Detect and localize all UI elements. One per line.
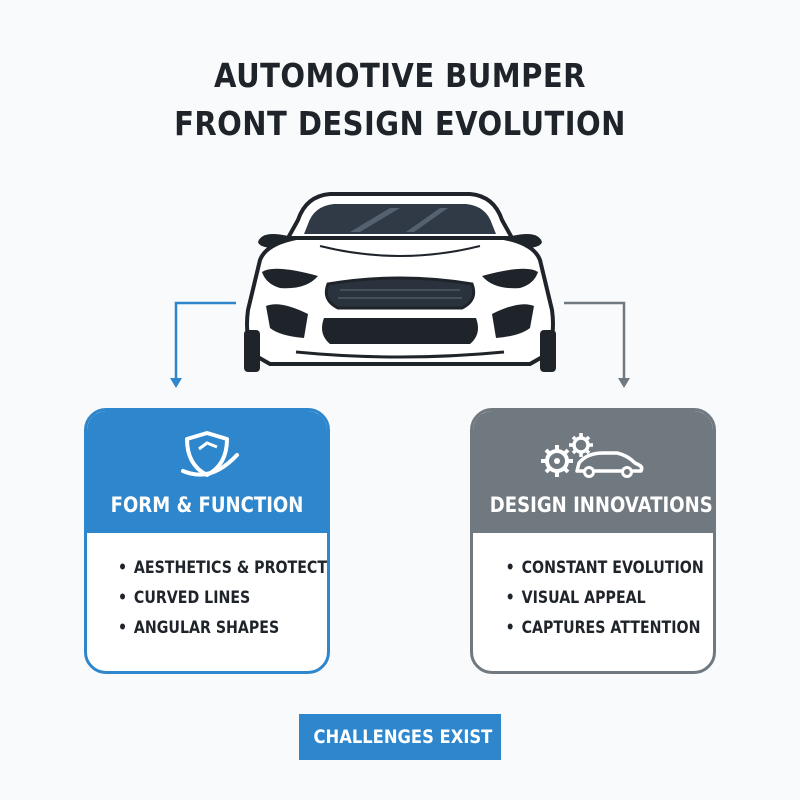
list-item: •CAPTURES ATTENTION bbox=[473, 613, 701, 643]
bullet-icon: • bbox=[117, 588, 128, 607]
card-header: DESIGN INNOVATIONS bbox=[473, 411, 713, 533]
card-header: FORM & FUNCTION bbox=[87, 411, 327, 533]
gears-car-icon bbox=[541, 433, 644, 478]
list-item: •VISUAL APPEAL bbox=[473, 583, 679, 613]
banner-label: CHALLENGES EXIST bbox=[313, 726, 493, 748]
form-function-card: FORM & FUNCTION •AESTHETICS & PROTECTION… bbox=[84, 408, 330, 674]
list-item: •AESTHETICS & PROTECTION bbox=[87, 553, 327, 583]
list-item: •CONSTANT EVOLUTION bbox=[473, 553, 704, 583]
card-title: FORM & FUNCTION bbox=[110, 493, 304, 517]
bullet-icon: • bbox=[117, 558, 128, 577]
challenges-banner: CHALLENGES EXIST bbox=[299, 714, 501, 760]
page-title: AUTOMOTIVE BUMPER FRONT DESIGN EVOLUTION bbox=[48, 52, 752, 148]
bullet-icon: • bbox=[505, 558, 515, 577]
car-front-illustration bbox=[244, 192, 556, 372]
bullet-icon: • bbox=[505, 588, 515, 607]
shield-icon bbox=[181, 431, 239, 477]
design-innovations-card: DESIGN INNOVATIONS •CONSTANT EVOLUTION •… bbox=[470, 408, 716, 674]
title-line-2: FRONT DESIGN EVOLUTION bbox=[174, 104, 626, 143]
title-line-1: AUTOMOTIVE BUMPER bbox=[214, 56, 586, 95]
list-item: •ANGULAR SHAPES bbox=[87, 613, 293, 643]
bullet-icon: • bbox=[505, 618, 515, 637]
card-list: •AESTHETICS & PROTECTION •CURVED LINES •… bbox=[87, 533, 327, 643]
card-list: •CONSTANT EVOLUTION •VISUAL APPEAL •CAPT… bbox=[473, 533, 713, 643]
list-item: •CURVED LINES bbox=[87, 583, 293, 613]
card-title: DESIGN INNOVATIONS bbox=[489, 493, 713, 517]
bullet-icon: • bbox=[117, 618, 128, 637]
